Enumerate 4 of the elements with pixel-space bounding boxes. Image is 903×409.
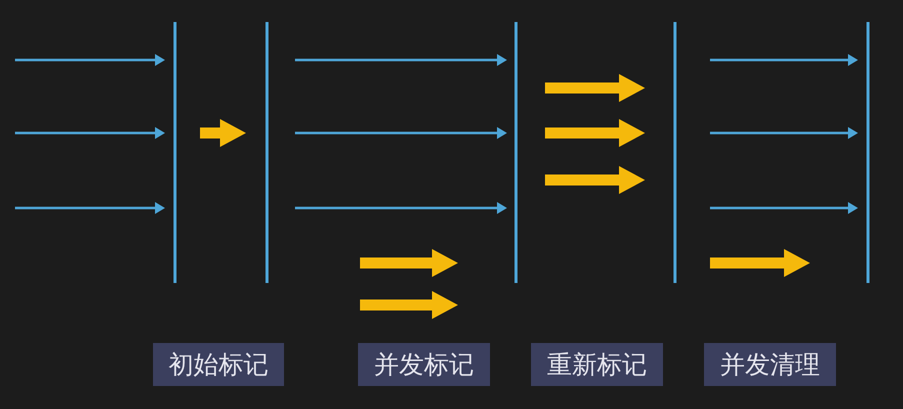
label-box: 并发清理 bbox=[704, 343, 836, 386]
label-box: 重新标记 bbox=[531, 343, 663, 386]
label-box: 并发标记 bbox=[358, 343, 490, 386]
label-box: 初始标记 bbox=[153, 343, 284, 386]
